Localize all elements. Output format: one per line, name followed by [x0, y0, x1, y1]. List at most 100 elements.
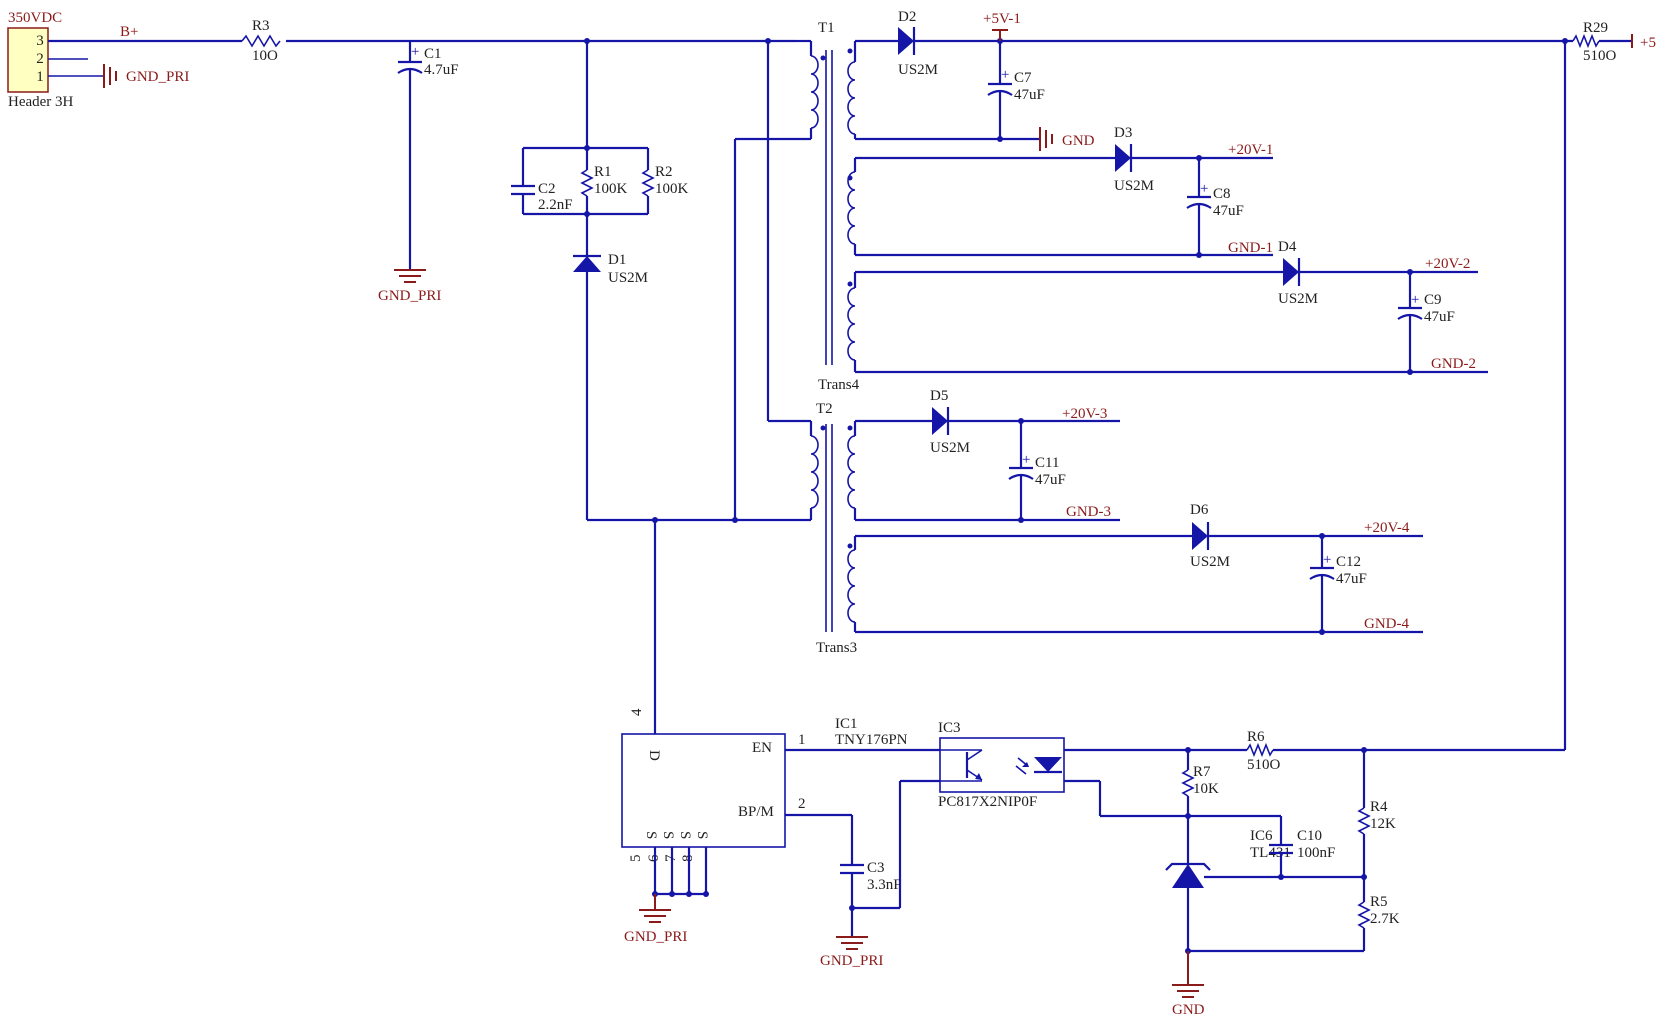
ic6-ref: IC6 [1250, 828, 1273, 844]
r3-ref: R3 [252, 18, 270, 34]
diode-d1[interactable] [573, 254, 601, 272]
resistor-r6[interactable] [1246, 742, 1274, 758]
header-ref: Header 3H [8, 94, 74, 110]
c7-value: 47uF [1014, 87, 1045, 103]
c7-ref: C7 [1014, 70, 1032, 86]
c11-ref: C11 [1035, 455, 1059, 471]
svg-text:+: + [411, 44, 419, 60]
ic6-tl431[interactable] [1165, 862, 1211, 888]
header-pin-1: 1 [36, 69, 44, 85]
net-label-plus20-3: +20V-3 [1062, 406, 1107, 422]
ic3-ref: IC3 [938, 720, 961, 736]
r7-value: 10K [1193, 781, 1219, 797]
ic1-pin-en-label: EN [752, 740, 772, 756]
net-label-gnd-bottom: GND [1172, 1002, 1205, 1017]
resistor-r1[interactable] [580, 169, 594, 197]
resistor-r2[interactable] [641, 169, 655, 197]
header-pin-3: 3 [36, 33, 44, 49]
gnd-pri-symbol-ic1 [639, 909, 671, 923]
transformer-t1[interactable] [795, 39, 857, 372]
d1-value: US2M [608, 270, 648, 286]
header-pin-2: 2 [36, 51, 44, 67]
svg-text:+: + [1001, 67, 1009, 83]
r6-value: 510O [1247, 757, 1281, 773]
c8-ref: C8 [1213, 186, 1231, 202]
c10-value: 100nF [1297, 845, 1335, 861]
d4-ref: D4 [1278, 239, 1297, 255]
ic3-part: PC817X2NIP0F [938, 794, 1037, 810]
d6-ref: D6 [1190, 502, 1209, 518]
net-label-gnd-4: GND-4 [1364, 616, 1409, 632]
svg-text:+: + [1323, 552, 1331, 568]
r2-value: 100K [655, 181, 689, 197]
net-label-gnd-pri-4: GND_PRI [820, 953, 883, 969]
resistor-r3[interactable] [241, 34, 281, 48]
ic1-pin-s8-label: S [694, 831, 710, 839]
r1-value: 100K [594, 181, 628, 197]
capacitor-c8[interactable]: + [1186, 181, 1212, 209]
d1-ref: D1 [608, 252, 626, 268]
svg-text:+: + [1200, 181, 1208, 197]
svg-text:+: + [1411, 292, 1419, 308]
gnd-symbol-feedback [1172, 984, 1204, 998]
capacitor-c3[interactable] [840, 863, 864, 875]
capacitor-c7[interactable]: + [987, 67, 1013, 96]
c2-value: 2.2nF [538, 197, 573, 213]
resistor-r7[interactable] [1181, 769, 1195, 797]
d3-ref: D3 [1114, 125, 1132, 141]
gnd-pri-symbol-header [103, 64, 117, 88]
d6-value: US2M [1190, 554, 1230, 570]
resistor-r29[interactable] [1572, 33, 1600, 49]
net-label-gnd-pri-3: GND_PRI [624, 929, 687, 945]
c12-ref: C12 [1336, 554, 1361, 570]
header-title: 350VDC [8, 10, 62, 26]
ic1-tny176pn[interactable] [621, 733, 786, 848]
net-label-plus20-4: +20V-4 [1364, 520, 1410, 536]
gnd-symbol-secondary [1039, 127, 1053, 151]
r29-value: 510O [1583, 48, 1617, 64]
transformer-t2[interactable] [809, 421, 857, 632]
net-label-gnd-2: GND-2 [1431, 356, 1476, 372]
c3-value: 3.3nF [867, 877, 902, 893]
ic1-pin-s5-label: S [643, 831, 659, 839]
resistor-r4[interactable] [1357, 807, 1371, 835]
diode-d4[interactable] [1283, 258, 1301, 286]
header-connector[interactable]: 3 2 1 [7, 27, 49, 93]
d2-ref: D2 [898, 9, 916, 25]
r4-value: 12K [1370, 816, 1396, 832]
t2-ref: T2 [816, 401, 833, 417]
r4-ref: R4 [1370, 799, 1388, 815]
net-label-plus20-2: +20V-2 [1425, 256, 1470, 272]
net-label-gnd-pri-2: GND_PRI [378, 288, 441, 304]
gnd-pri-symbol-c3 [836, 936, 868, 950]
c2-ref: C2 [538, 181, 556, 197]
ic1-pin-d-label: D [646, 750, 662, 761]
d5-value: US2M [930, 440, 970, 456]
c1-value: 4.7uF [424, 62, 459, 78]
d4-value: US2M [1278, 291, 1318, 307]
t1-ref: T1 [818, 20, 835, 36]
r2-ref: R2 [655, 164, 673, 180]
net-label-gnd-pri-1: GND_PRI [126, 69, 189, 85]
ic3-optocoupler[interactable] [939, 737, 1065, 793]
capacitor-c1[interactable]: + [397, 44, 423, 74]
diode-d6[interactable] [1192, 522, 1210, 550]
r1-ref: R1 [594, 164, 612, 180]
capacitor-c11[interactable]: + [1008, 452, 1034, 480]
r6-ref: R6 [1247, 729, 1265, 745]
diode-d2[interactable] [898, 27, 916, 55]
resistor-r5[interactable] [1357, 901, 1371, 929]
diode-d5[interactable] [932, 407, 950, 435]
d3-value: US2M [1114, 178, 1154, 194]
ic1-pin-5-number: 5 [628, 855, 644, 863]
capacitor-c9[interactable]: + [1397, 292, 1423, 320]
diode-d3[interactable] [1115, 144, 1133, 172]
capacitor-c12[interactable]: + [1309, 552, 1335, 580]
r3-value: 10O [252, 48, 278, 64]
net-label-plus5-1: +5V-1 [983, 11, 1021, 27]
c10-ref: C10 [1297, 828, 1322, 844]
d5-ref: D5 [930, 388, 948, 404]
r5-ref: R5 [1370, 894, 1388, 910]
capacitor-c2[interactable] [511, 184, 535, 196]
t2-part: Trans3 [816, 640, 857, 656]
